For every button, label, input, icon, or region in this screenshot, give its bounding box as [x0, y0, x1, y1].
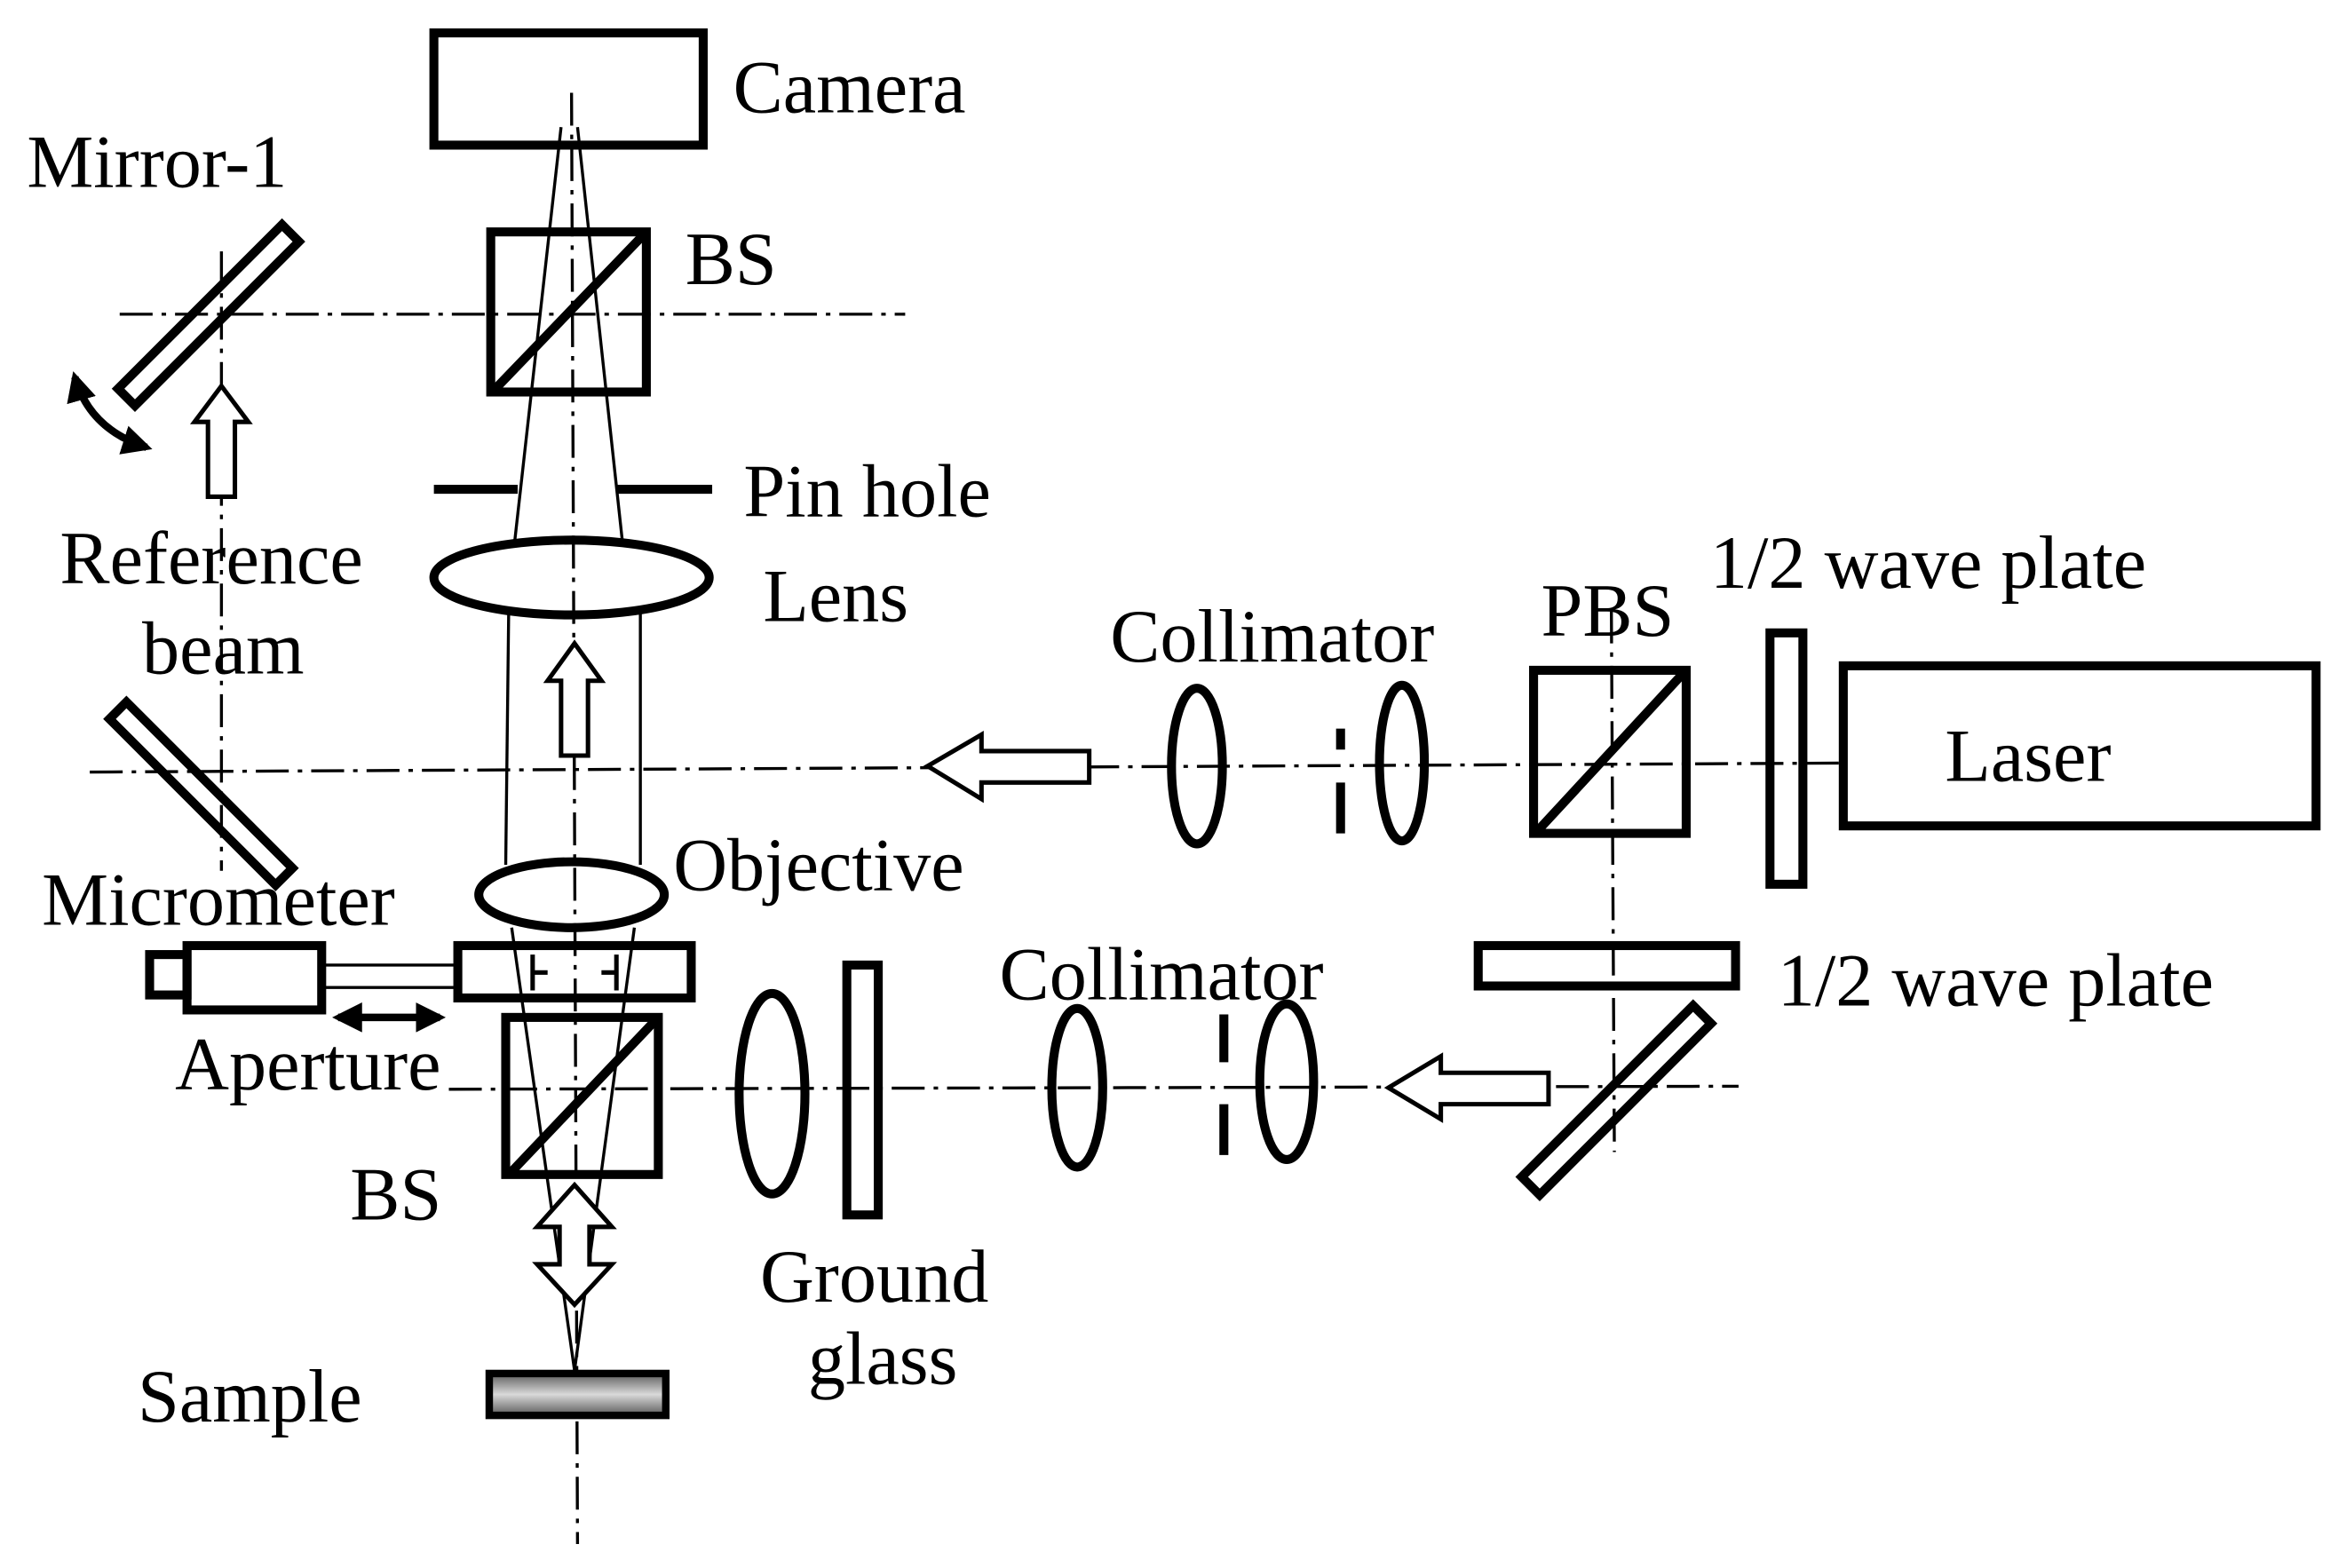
half-wave-plate-top: [1765, 628, 1808, 889]
laser: [1838, 661, 2321, 831]
ground-glass: [734, 960, 884, 1220]
mirror-1-label: Mirror-1: [27, 122, 287, 204]
collimator-top: [1167, 680, 1430, 849]
reference-beam-arrow: [189, 382, 253, 499]
half-wave-plate-bottom-label: 1/2 wave plate: [1778, 939, 2214, 1022]
objective: [474, 857, 670, 932]
reference-beam-label-line-2: beam: [142, 607, 304, 690]
camera: [429, 28, 708, 150]
half-wave-plate-top-label: 1/2 wave plate: [1710, 522, 2146, 605]
micrometer-label: Micrometer: [42, 859, 395, 941]
mirror-2: [103, 695, 299, 891]
lens-label: Lens: [763, 555, 908, 637]
beam-splitter-top-label: BS: [686, 218, 777, 301]
collimator-top-label: Collimator: [1110, 596, 1434, 678]
upper-horizontal-axis: [90, 761, 1843, 774]
sample: [485, 1369, 670, 1420]
main-vertical-axis: [569, 92, 580, 1545]
pbs-vertical-axis: [1610, 610, 1616, 1152]
mirror-tilt-arrow: [67, 371, 153, 455]
laser-label: Laser: [1945, 716, 2111, 798]
polarizing-beam-splitter: [1529, 665, 1691, 838]
micrometer: [145, 940, 458, 1015]
beam-splitter-bottom: [501, 1012, 663, 1179]
collimator-bottom-label: Collimator: [1000, 934, 1324, 1017]
camera-label: Camera: [733, 46, 966, 129]
mirror-3: [1515, 999, 1718, 1201]
lens: [429, 535, 714, 620]
beam-splitter-top: [486, 227, 651, 397]
pin-hole-label: Pin hole: [743, 450, 991, 533]
half-wave-plate-bottom: [1473, 940, 1740, 991]
upper-beam-direction-arrow: [923, 730, 1092, 804]
pbs-label: PBS: [1541, 570, 1674, 653]
beam-splitter-bottom-label: BS: [350, 1153, 441, 1236]
aperture-holder: [453, 940, 696, 1003]
lower-beam-direction-arrow: [1383, 1052, 1551, 1123]
sample-label: Sample: [138, 1356, 362, 1438]
ground-glass-label-line-2: glass: [808, 1319, 957, 1401]
object-beam-arrow: [543, 639, 606, 758]
objective-label: Objective: [673, 825, 963, 907]
reference-beam-label-line-1: Reference: [59, 518, 362, 600]
ground-glass-label-line-1: Ground: [760, 1236, 988, 1319]
aperture-label: Aperture: [175, 1024, 440, 1106]
sample-beam-double-arrow: [532, 1181, 617, 1309]
collimator-bottom: [1047, 999, 1319, 1172]
